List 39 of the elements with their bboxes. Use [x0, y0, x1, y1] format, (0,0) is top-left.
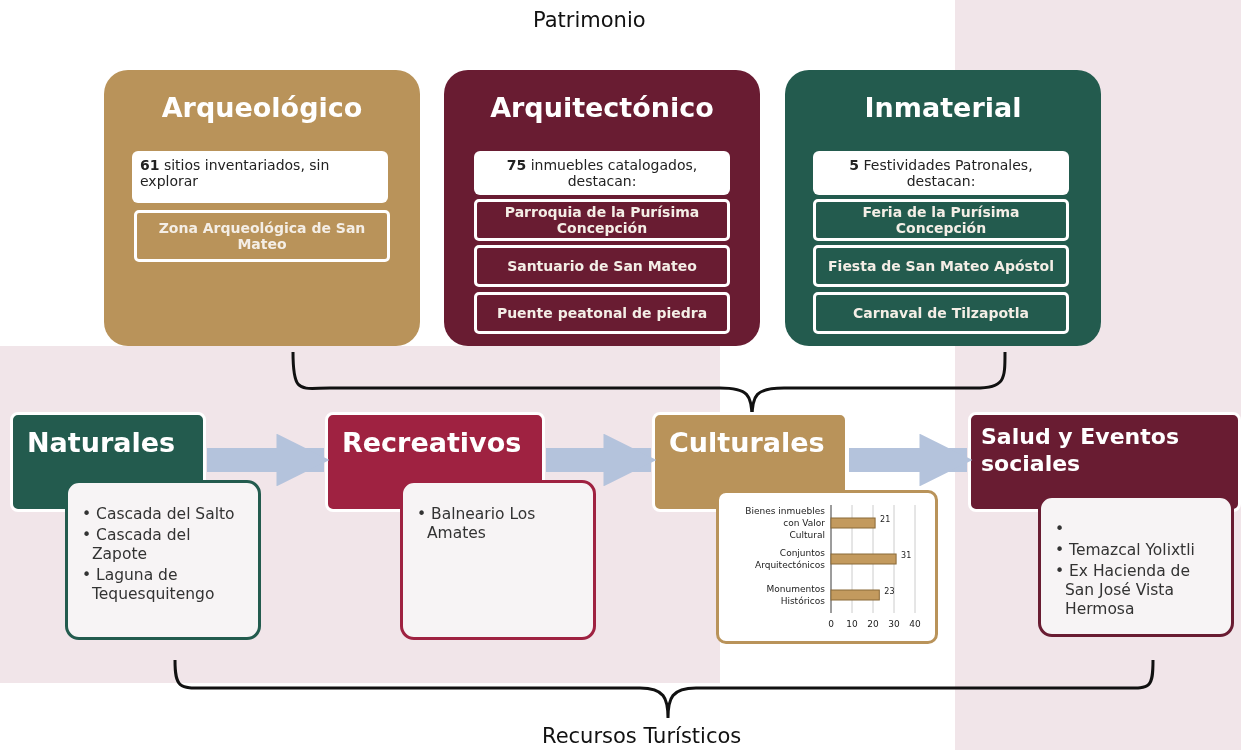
- block-arrow: [849, 433, 973, 487]
- card-title: Inmaterial: [863, 92, 1023, 123]
- list-item: •: [1055, 520, 1066, 539]
- highlight-box: Santuario de San Mateo: [474, 245, 730, 287]
- list-card: [1038, 495, 1234, 637]
- tick-label: 20: [867, 619, 879, 629]
- block-arrow: [207, 433, 330, 487]
- info-box: 61 sitios inventariados, sin explorar: [132, 151, 388, 203]
- list-item: • Ex Hacienda de San José Vista Hermosa: [1055, 562, 1191, 619]
- category-label: Monumentos Históricos: [766, 584, 825, 606]
- list-card: [65, 480, 261, 640]
- title: Patrimonio: [533, 8, 646, 32]
- highlight-box: Carnaval de Tilzapotla: [813, 292, 1069, 334]
- list-card: [400, 480, 596, 640]
- value-label: 21: [880, 515, 891, 524]
- value-label: 31: [901, 551, 912, 560]
- info-box: 5 Festividades Patronales, destacan:: [813, 151, 1069, 195]
- block-arrow: [546, 433, 657, 487]
- category-card: [785, 70, 1101, 346]
- card-title: Arquitectónico: [489, 92, 715, 123]
- highlight-box: Fiesta de San Mateo Apóstol: [813, 245, 1069, 287]
- highlight-box: Parroquia de la Purísima Concepción: [474, 199, 730, 241]
- list-item: • Laguna de Tequesquitengo: [82, 566, 216, 604]
- tick-label: 30: [888, 619, 900, 629]
- list-item: • Cascada del Zapote: [82, 526, 192, 564]
- category-card: [104, 70, 420, 346]
- card-title: Arqueológico: [160, 92, 364, 123]
- tick-label: 0: [828, 619, 834, 629]
- highlight-box: Feria de la Purísima Concepción: [813, 199, 1069, 241]
- tick-label: 40: [909, 619, 921, 629]
- value-label: 23: [884, 587, 895, 596]
- tick-label: 10: [846, 619, 858, 629]
- highlight-box: Puente peatonal de piedra: [474, 292, 730, 334]
- list-item: • Temazcal Yolixtli: [1055, 541, 1196, 560]
- category-card: [444, 70, 760, 346]
- category-label: Conjuntos Arquitectónicos: [755, 548, 825, 570]
- caption: Recursos Turísticos: [542, 724, 742, 748]
- highlight-box: Zona Arqueológica de San Mateo: [134, 210, 390, 262]
- info-box: 75 inmuebles catalogados, destacan:: [474, 151, 730, 195]
